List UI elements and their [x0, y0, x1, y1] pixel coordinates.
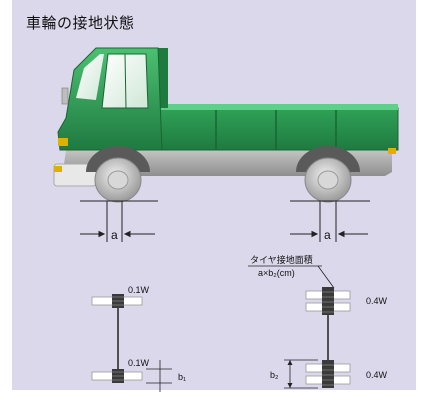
front-contact-label: a: [111, 228, 118, 242]
rear-contact-dimension: [290, 200, 370, 242]
page-title: 車輪の接地状態: [26, 14, 135, 32]
dual-bottom-load: 0.4W: [366, 370, 388, 380]
dump-truck: [53, 47, 399, 203]
rear-contact-label: a: [324, 228, 331, 242]
dual-axle-diagram: [284, 287, 351, 389]
contact-area-heading: タイヤ接地面積: [250, 254, 313, 265]
headlight: [58, 138, 68, 146]
single-axle-diagram: [91, 294, 172, 392]
dual-dim-label: b₂: [270, 370, 279, 380]
bumper-light: [54, 166, 62, 172]
contact-area-formula: a×b₂(cm): [258, 268, 295, 278]
dual-top-load: 0.4W: [366, 296, 388, 306]
mirror: [61, 87, 69, 105]
front-contact-dimension: [80, 200, 158, 242]
tail-light: [388, 148, 396, 154]
single-dim-label: b₁: [178, 372, 186, 382]
windshield: [76, 54, 104, 100]
single-top-load: 0.1W: [128, 285, 150, 295]
single-bottom-load: 0.1W: [128, 358, 150, 368]
